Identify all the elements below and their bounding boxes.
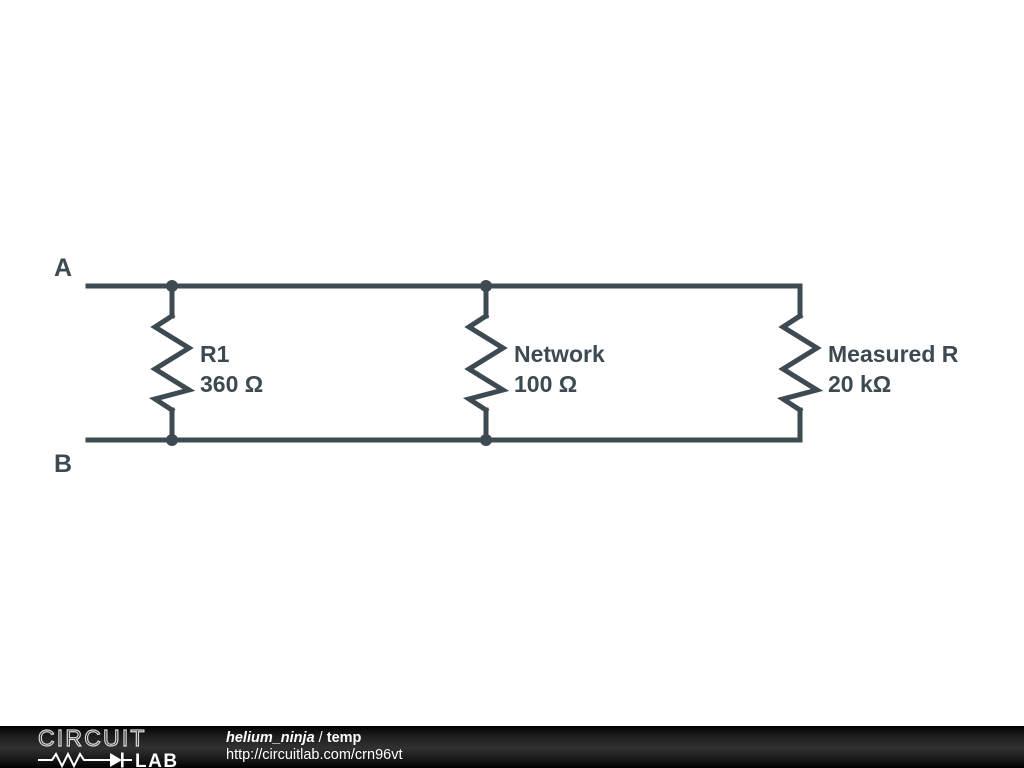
terminal-label-a: A (54, 254, 72, 282)
footer-separator: / (314, 730, 327, 747)
footer-project-line: helium_ninja / temp (226, 730, 403, 746)
terminal-label-b: B (54, 450, 72, 478)
footer-credit-block: helium_ninja / temp http://circuitlab.co… (226, 730, 403, 763)
logo-text-circuit: CIRCUIT (38, 726, 147, 751)
resistor-symbol-network[interactable] (462, 312, 510, 414)
resistor-symbol-measured-r[interactable] (776, 312, 824, 414)
logo-resistor-diode-icon (38, 751, 132, 768)
logo-diode-icon (110, 752, 124, 768)
component-label-measured-r-name: Measured R (828, 341, 959, 367)
junction-dot-network-bottom (480, 434, 492, 446)
resistor-symbol-r1[interactable] (148, 312, 196, 414)
component-label-network-value: 100 Ω (514, 371, 577, 397)
footer-project-name[interactable]: temp (326, 730, 362, 747)
schematic-canvas[interactable]: R1 360 Ω Network 100 Ω Measured R 20 kΩ … (0, 0, 1024, 726)
component-label-r1-name: R1 (200, 341, 230, 367)
junction-dot-r1-top (166, 280, 178, 292)
footer-url[interactable]: http://circuitlab.com/crn96vt (226, 746, 403, 763)
component-label-r1-value: 360 Ω (200, 371, 263, 397)
component-label-network-name: Network (514, 341, 605, 367)
component-label-measured-r-value: 20 kΩ (828, 371, 891, 397)
circuitlab-logo[interactable]: CIRCUIT LAB (36, 726, 196, 768)
circuitlab-logo-graphic: CIRCUIT LAB (37, 726, 179, 768)
junction-dot-r1-bottom (166, 434, 178, 446)
footer-bar: CIRCUIT LAB helium_ninja / temp http://c… (0, 726, 1024, 768)
schematic-drawing[interactable]: R1 360 Ω Network 100 Ω Measured R 20 kΩ … (0, 0, 1024, 726)
junction-dot-network-top (480, 280, 492, 292)
logo-text-lab: LAB (135, 751, 179, 768)
footer-username[interactable]: helium_ninja (226, 730, 315, 747)
